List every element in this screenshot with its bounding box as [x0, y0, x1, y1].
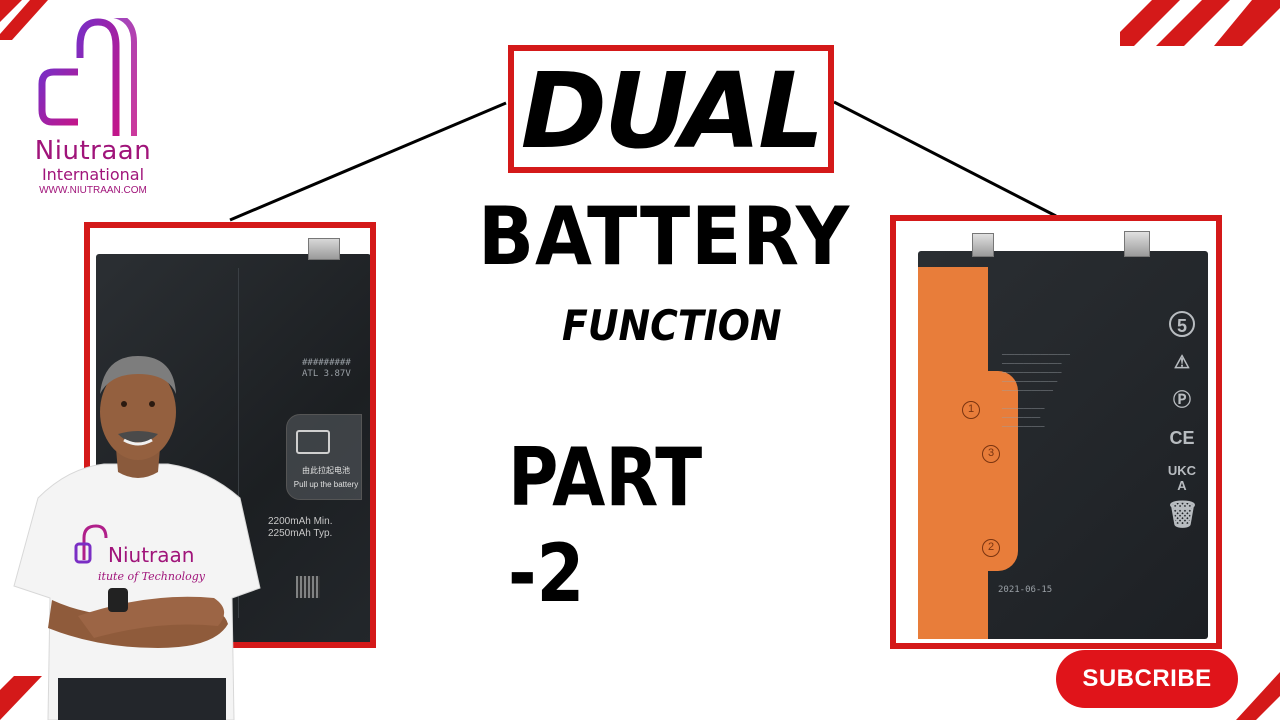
flex-cable: [982, 371, 1018, 571]
battery-print-code: #########ATL 3.87V: [302, 358, 351, 379]
pull-hand-icon: [296, 430, 330, 454]
pse-icon: Ⓟ: [1173, 390, 1191, 410]
shirt-brand-text: Niutraan: [108, 543, 194, 567]
capacity-min: 2200mAh Min.: [268, 516, 333, 527]
brand-subtitle: International: [41, 165, 145, 184]
barcode-icon: [296, 576, 320, 598]
pull-label-cn: 由此拉起电池: [302, 466, 350, 475]
corner-stripes-top-right: [1120, 0, 1280, 46]
manufacture-date: 2021-06-15: [998, 585, 1053, 595]
presenter-photo: Niutraan itute of Technology: [13, 356, 261, 720]
subscribe-button[interactable]: SUBCRIBE: [1056, 650, 1238, 708]
title-dual-box: DUAL: [508, 45, 834, 173]
battery-connector-tab: [308, 238, 340, 260]
svg-text:itute of Technology: itute of Technology: [98, 570, 206, 583]
brand-url: WWW.NIUTRAAN.COM: [39, 185, 147, 196]
ce-mark-icon: CE: [1169, 428, 1195, 448]
title-part: PART -2: [508, 431, 703, 620]
brand-logo: Niutraan International WWW.NIUTRAAN.COM: [18, 18, 178, 203]
recycle-5-icon: 5: [1169, 311, 1195, 337]
weee-bin-icon: 🗑: [1166, 499, 1200, 529]
capacity-typ: 2250mAh Typ.: [268, 528, 333, 539]
flex-cable: [918, 267, 988, 639]
battery-connector-tab: [1124, 231, 1150, 257]
corner-stripes-bottom-right: [1236, 672, 1280, 720]
battery-spec-text: ────────────────────────────────────────…: [1002, 352, 1071, 430]
ukca-mark-icon: UKCA: [1167, 463, 1197, 493]
right-battery-image: 1 3 2 ──────────────────────────────────…: [918, 231, 1208, 639]
step-number: 3: [982, 445, 1000, 463]
brand-name: Niutraan: [34, 136, 152, 166]
pull-label-en: Pull up the battery: [293, 480, 359, 489]
right-battery-frame: 1 3 2 ──────────────────────────────────…: [890, 215, 1222, 649]
corner-stripes-bottom-left: [0, 676, 60, 720]
title-function: FUNCTION: [562, 301, 782, 350]
niutraan-logo-icon: [38, 18, 137, 136]
step-number: 2: [982, 539, 1000, 557]
certification-marks: 5 ⚠ Ⓟ CE UKCA 🗑: [1162, 311, 1202, 539]
title-battery: BATTERY: [478, 190, 851, 283]
corner-stripes-top-left: [0, 0, 60, 40]
pull-tab-sticker: [286, 414, 362, 500]
warning-icon: ⚠: [1173, 352, 1191, 372]
title-dual: DUAL: [520, 50, 825, 172]
battery-connector-tab: [972, 233, 994, 257]
step-number: 1: [962, 401, 980, 419]
